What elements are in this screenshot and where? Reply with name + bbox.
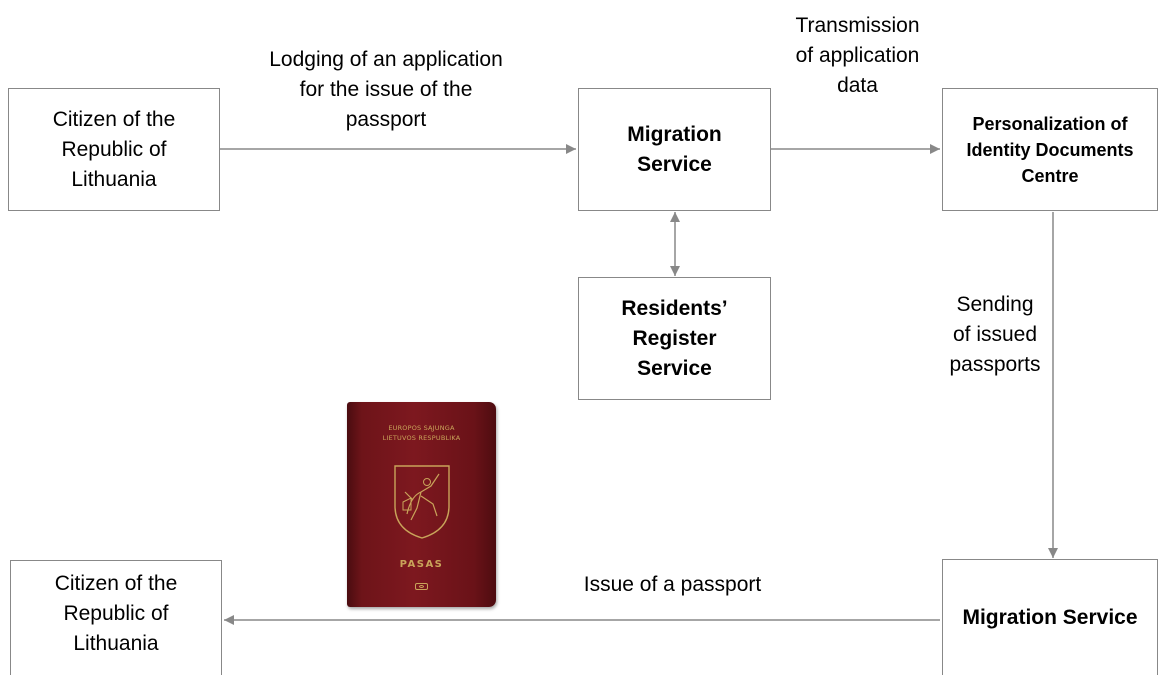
passport-header-line-2: LIETUVOS RESPUBLIKA (382, 434, 461, 442)
sending-line-3: passports (949, 353, 1041, 376)
personalization-line-1: Personalization of (972, 113, 1128, 134)
edge-label-lodging: Lodging of an application for the issue … (236, 45, 536, 135)
lodging-line-1: Lodging of an application (269, 48, 503, 71)
personalization-line-2: Identity Documents (966, 139, 1134, 160)
edge-label-transmission: Transmission of application data (770, 11, 945, 101)
passport-title: PASAS (399, 559, 444, 570)
migration-service-box-top: Migration Service (578, 88, 771, 211)
coat-of-arms-icon (394, 465, 450, 539)
transmission-line-1: Transmission (795, 14, 920, 37)
citizen-top-line-2: Republic of (61, 137, 167, 161)
transmission-line-3: data (837, 74, 878, 97)
lodging-line-3: passport (345, 108, 427, 131)
migration-top-line-2: Service (637, 152, 712, 176)
biometric-chip-icon (415, 583, 428, 590)
sending-line-2: of issued (952, 323, 1038, 346)
residents-register-box: Residents’ Register Service (578, 277, 771, 400)
migration-top-line-1: Migration (627, 122, 722, 146)
migration-bottom-line-1: Migration Service (962, 605, 1138, 629)
lodging-line-2: for the issue of the (299, 78, 473, 101)
transmission-line-2: of application (795, 44, 920, 67)
citizen-bottom-line-3: Lithuania (73, 632, 159, 655)
migration-service-box-bottom: Migration Service (942, 559, 1158, 675)
citizen-top-line-3: Lithuania (71, 167, 157, 191)
residents-line-2: Register (632, 326, 717, 350)
edge-label-issue: Issue of a passport (555, 570, 790, 600)
citizen-box-top: Citizen of the Republic of Lithuania (8, 88, 220, 211)
sending-line-1: Sending (956, 293, 1034, 316)
residents-line-3: Service (637, 356, 712, 380)
citizen-bottom-line-1: Citizen of the (54, 572, 178, 595)
edge-label-sending: Sending of issued passports (935, 290, 1055, 380)
residents-line-1: Residents’ (621, 296, 728, 320)
citizen-bottom-line-2: Republic of (63, 602, 169, 625)
citizen-box-bottom: Citizen of the Republic of Lithuania (10, 560, 222, 675)
personalization-line-3: Centre (1021, 165, 1079, 186)
passport-image: EUROPOS SĄJUNGA LIETUVOS RESPUBLIKA PASA… (347, 402, 496, 607)
personalization-centre-box: Personalization of Identity Documents Ce… (942, 88, 1158, 211)
passport-header-line-1: EUROPOS SĄJUNGA (388, 424, 455, 432)
issue-line-1: Issue of a passport (583, 573, 762, 596)
citizen-top-line-1: Citizen of the (52, 107, 176, 131)
